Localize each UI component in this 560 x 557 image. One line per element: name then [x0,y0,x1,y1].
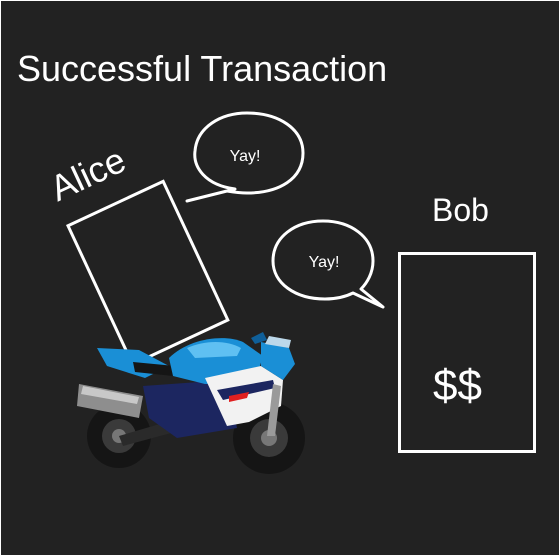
motorcycle-image [77,332,305,474]
alice-label: Alice [43,138,132,209]
bob-speech-text: Yay! [308,254,340,271]
alice-speech-text: Yay! [229,148,261,165]
money-label: $$ [433,361,482,410]
slide-title: Successful Transaction [17,48,388,89]
alice-speech-bubble-icon [185,111,305,203]
bob-speech-bubble-icon [271,219,385,309]
bob-label: Bob [432,192,489,228]
bob-box [398,252,536,453]
